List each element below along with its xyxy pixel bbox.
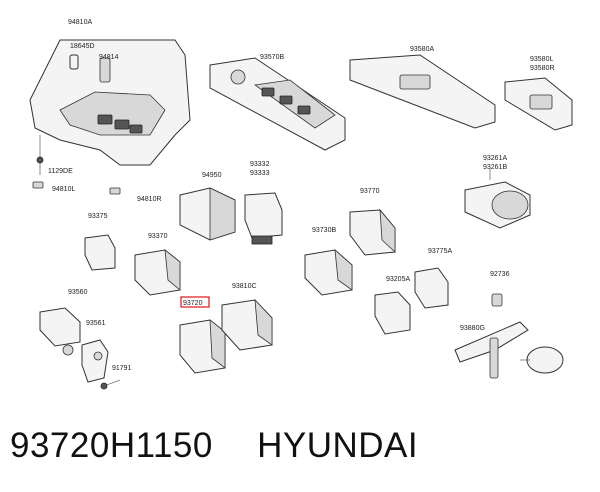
label-94814: 94814: [99, 54, 119, 61]
rear-switch-panel: [504, 77, 573, 131]
label-91791: 91791: [112, 365, 132, 372]
switch-93332: [244, 192, 283, 245]
label-93261A: 93261A: [483, 155, 507, 162]
switch-93775A: [414, 267, 449, 309]
caption: 93720H1150 HYUNDAI: [10, 426, 590, 476]
label-1129DE: 1129DE: [48, 168, 73, 175]
highlight-box: [180, 296, 210, 308]
label-94810L: 94810L: [52, 186, 75, 193]
label-93560: 93560: [68, 289, 88, 296]
part-number: 93720H1150: [10, 426, 213, 465]
label-93561: 93561: [86, 320, 106, 327]
label-93810C: 93810C: [232, 283, 257, 290]
switch-93375: [84, 234, 116, 271]
switch-94950: [179, 187, 236, 241]
label-93333: 93333: [250, 170, 270, 177]
bulb-92736: [491, 293, 503, 307]
brand-name: HYUNDAI: [257, 426, 419, 465]
label-93375: 93375: [88, 213, 108, 220]
label-18645D: 18645D: [70, 43, 95, 50]
label-92736: 92736: [490, 271, 510, 278]
label-93580L: 93580L: [530, 56, 553, 63]
switch-93560: [39, 307, 81, 356]
label-94950: 94950: [202, 172, 222, 179]
label-93730B: 93730B: [312, 227, 336, 234]
label-93261B: 93261B: [483, 164, 507, 171]
switch-93770: [349, 208, 396, 256]
label-93370: 93370: [148, 233, 168, 240]
label-93570B: 93570B: [260, 54, 284, 61]
label-93205A: 93205A: [386, 276, 410, 283]
window-switch-panel: [209, 57, 346, 151]
label-93880G: 93880G: [460, 325, 485, 332]
switch-93720: [179, 319, 226, 374]
screw-91791: [100, 379, 121, 390]
label-93580A: 93580A: [410, 46, 434, 53]
switch-93370: [134, 249, 181, 296]
switch-93810C: [221, 298, 273, 351]
bracket-93880G: [454, 321, 564, 379]
switch-93730B: [304, 249, 353, 296]
label-93332: 93332: [250, 161, 270, 168]
label-93770: 93770: [360, 188, 380, 195]
switch-93205A: [374, 291, 411, 335]
label-94810R: 94810R: [137, 196, 162, 203]
switch-93261: [464, 168, 531, 229]
label-93580R: 93580R: [530, 65, 555, 72]
label-93775A: 93775A: [428, 248, 452, 255]
label-94810A: 94810A: [68, 19, 92, 26]
passenger-switch-panel: [349, 54, 496, 129]
switch-93561: [81, 339, 109, 383]
label-93720: 93720: [183, 300, 203, 307]
center-console-assembly: [29, 39, 191, 195]
parts-diagram: 94810A 18645D 94814 1129DE 94810L 94810R…: [29, 17, 573, 390]
